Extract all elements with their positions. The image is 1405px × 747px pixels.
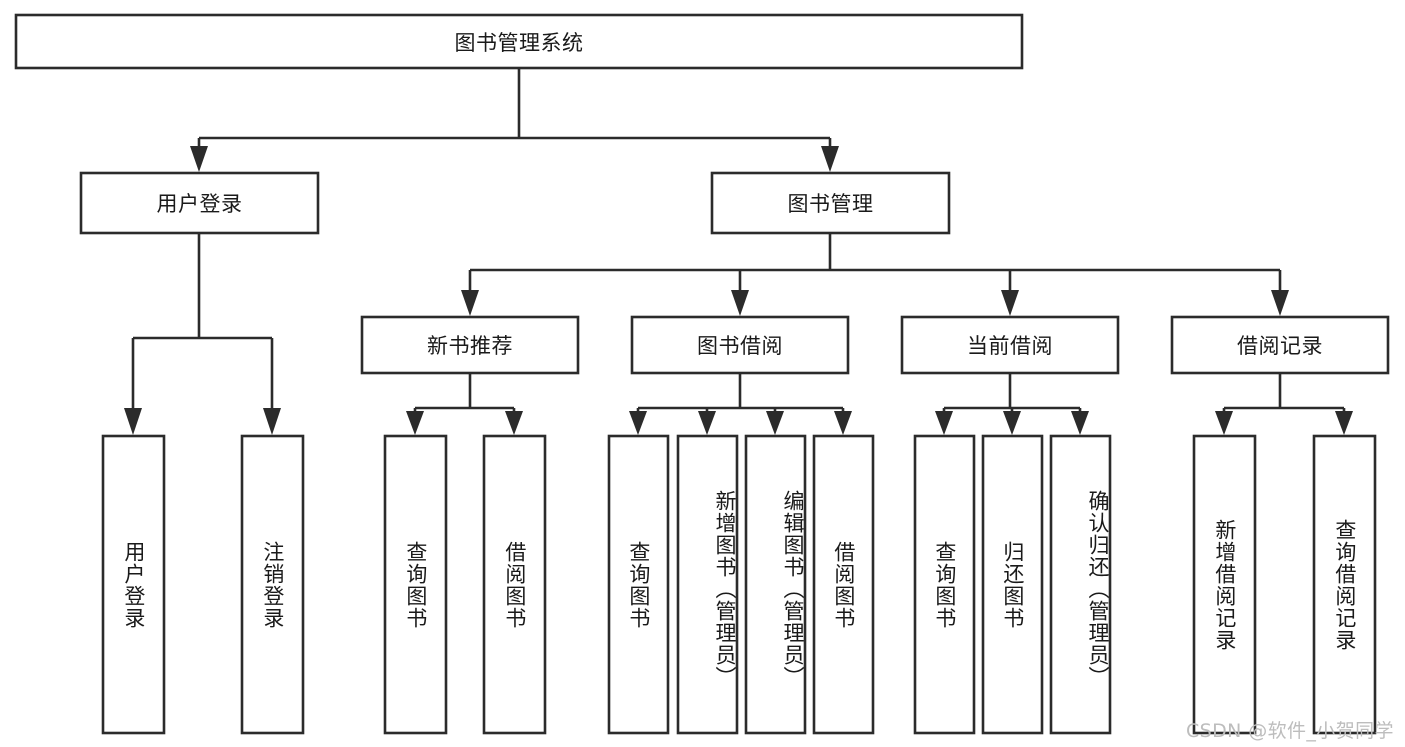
arrow-head-leaf-borrow-book-1	[505, 411, 523, 435]
node-box-leaf-borrow-book-2[interactable]	[812, 434, 875, 735]
node-box-user-login[interactable]	[79, 171, 320, 235]
arrow-head-leaf-query-record	[1335, 411, 1353, 435]
node-box-leaf-user-login[interactable]	[101, 434, 166, 735]
arrow-head-leaf-user-logout	[263, 408, 281, 435]
node-box-root[interactable]	[14, 13, 1024, 70]
node-box-new-book-recommend[interactable]	[360, 315, 580, 375]
node-box-borrow-record[interactable]	[1170, 315, 1390, 375]
arrow-head-leaf-confirm-return	[1071, 411, 1089, 435]
arrow-head-leaf-query-book-2	[629, 411, 647, 435]
arrow-head-leaf-query-book-3	[935, 411, 953, 435]
arrow-head-book-management	[821, 146, 839, 172]
node-box-leaf-add-book[interactable]	[676, 434, 739, 735]
arrow-head-leaf-query-book-1	[406, 411, 424, 435]
arrow-head-leaf-add-book	[698, 411, 716, 435]
node-box-leaf-query-book-1[interactable]	[383, 434, 448, 735]
arrow-head-current-borrow	[1001, 290, 1019, 316]
arrow-head-leaf-user-login	[124, 408, 142, 435]
arrow-head-borrow-record	[1271, 290, 1289, 316]
node-box-leaf-query-book-3[interactable]	[913, 434, 976, 735]
arrow-head-new-book-recommend	[461, 290, 479, 316]
node-box-leaf-query-record[interactable]	[1312, 434, 1377, 735]
node-box-leaf-add-record[interactable]	[1192, 434, 1257, 735]
node-box-leaf-edit-book[interactable]	[744, 434, 807, 735]
arrow-head-leaf-edit-book	[766, 411, 784, 435]
node-box-leaf-return-book[interactable]	[981, 434, 1044, 735]
arrow-head-leaf-add-record	[1215, 411, 1233, 435]
node-box-book-borrow[interactable]	[630, 315, 850, 375]
node-box-leaf-query-book-2[interactable]	[607, 434, 670, 735]
arrow-head-leaf-return-book	[1003, 411, 1021, 435]
node-box-current-borrow[interactable]	[900, 315, 1120, 375]
node-box-leaf-borrow-book-1[interactable]	[482, 434, 547, 735]
node-box-leaf-confirm-return[interactable]	[1049, 434, 1112, 735]
node-box-book-management[interactable]	[710, 171, 951, 235]
arrow-head-user-login	[190, 146, 208, 172]
node-box-leaf-user-logout[interactable]	[240, 434, 305, 735]
arrow-head-leaf-borrow-book-2	[834, 411, 852, 435]
arrow-head-book-borrow	[731, 290, 749, 316]
